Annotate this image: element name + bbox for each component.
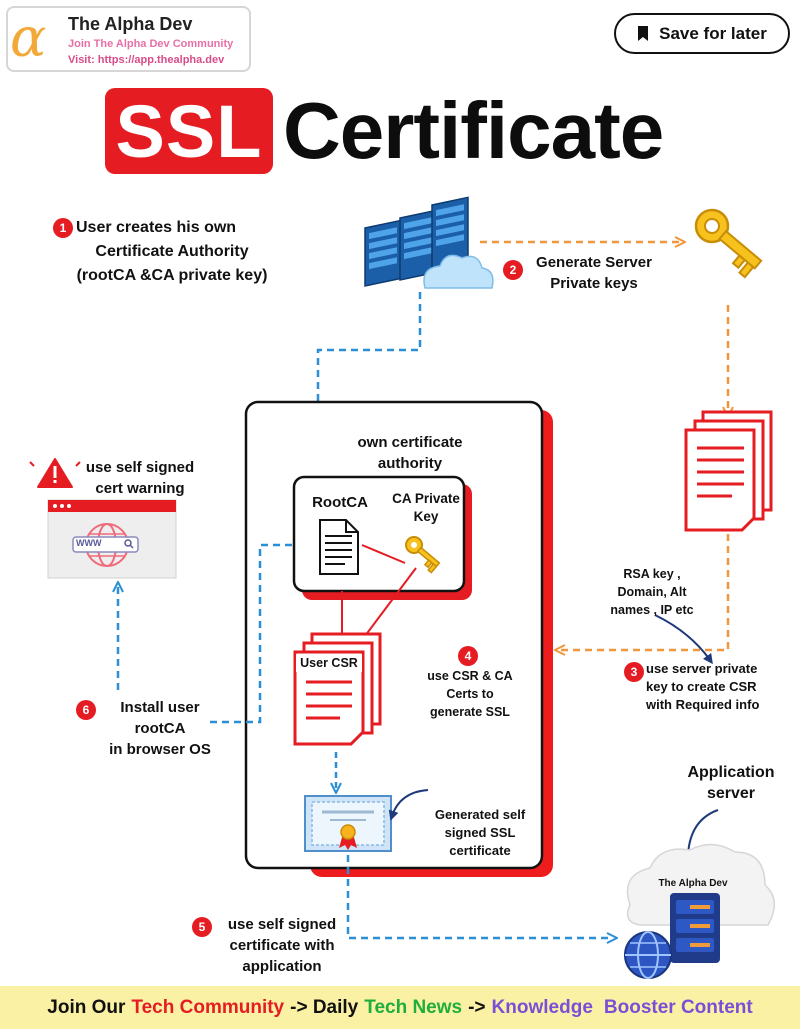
- save-button-label: Save for later: [659, 23, 767, 43]
- step-3-text: use server private key to create CSR wit…: [646, 660, 786, 714]
- brand-name: The Alpha Dev: [68, 14, 193, 34]
- cert-warning-label: use self signed cert warning: [80, 457, 200, 499]
- save-for-later-button[interactable]: Save for later: [614, 13, 790, 54]
- footer-part-3: -> Daily: [290, 996, 359, 1018]
- step-4-badge: 4: [458, 646, 478, 666]
- step-1-badge: 1: [53, 218, 73, 238]
- footer-part-1: Join Our: [47, 996, 126, 1018]
- step-5-text: use self signed certificate with applica…: [212, 914, 352, 977]
- alpha-logo-icon: α: [10, 6, 47, 69]
- step-6-line-1: Install user: [120, 699, 200, 716]
- step-2-line-2: Private keys: [550, 275, 638, 292]
- step-4-line-1: use CSR & CA: [427, 669, 513, 683]
- generated-ssl-label: Generated self signed SSL certificate: [420, 806, 540, 860]
- step-3-line-3: with Required info: [646, 697, 760, 712]
- generated-line-1: Generated self: [434, 807, 526, 822]
- footer-knowledge: Knowledge: [491, 996, 593, 1018]
- warning-icon: [29, 458, 81, 488]
- footer-tech-community: Tech Community: [131, 996, 285, 1018]
- brand-card: α The Alpha Dev Join The Alpha Dev Commu…: [6, 6, 251, 72]
- user-csr-label: User CSR: [296, 654, 362, 672]
- step-3-badge: 3: [624, 662, 644, 682]
- step-2-line-1: Generate Server: [536, 254, 652, 271]
- app-server-label: Application server: [668, 762, 794, 804]
- brand-tagline: Join The Alpha Dev Community: [68, 38, 234, 50]
- app-server-line-1: Application: [687, 764, 775, 781]
- rootca-label: RootCA: [312, 494, 368, 511]
- rsa-line-2: Domain, Alt: [617, 585, 687, 599]
- brand-visit-link[interactable]: Visit: https://app.thealpha.dev: [68, 54, 225, 66]
- step-5-line-2: certificate with: [229, 937, 335, 954]
- ca-private-key-icon: [405, 536, 441, 574]
- warning-line-1: use self signed: [85, 459, 195, 476]
- application-server-icon: [624, 843, 775, 979]
- step-4-text: use CSR & CA Certs to generate SSL: [405, 667, 535, 721]
- step-2-badge: 2: [503, 260, 523, 280]
- step-6-badge: 6: [76, 700, 96, 720]
- step-4-line-3: generate SSL: [430, 705, 510, 719]
- rsa-line-1: RSA key ,: [623, 567, 681, 581]
- step-5-line-3: application: [242, 958, 322, 975]
- rootca-document-icon: [319, 519, 359, 575]
- own-ca-label: own certificate authority: [330, 432, 490, 474]
- diagram-canvas: [29, 196, 775, 979]
- server-private-key-icon: [694, 208, 763, 279]
- footer-part-5: ->: [468, 996, 486, 1018]
- bookmark-icon: [638, 26, 649, 41]
- csr-info-note: RSA key , Domain, Alt names , IP etc: [592, 565, 712, 619]
- step-6-text: Install user rootCA in browser OS: [90, 697, 230, 760]
- ca-private-line-1: CA Private: [392, 491, 460, 506]
- generated-line-2: signed SSL: [444, 825, 516, 840]
- step-3-line-2: key to create CSR: [646, 679, 757, 694]
- warning-line-2: cert warning: [95, 480, 185, 497]
- ca-private-line-2: Key: [413, 509, 439, 524]
- footer-banner: Join Our Tech Community -> Daily Tech Ne…: [0, 986, 800, 1029]
- ca-private-key-label: CA Private Key: [376, 490, 476, 526]
- browser-address-text: WWW: [76, 538, 102, 548]
- step-4-line-2: Certs to: [446, 687, 494, 701]
- step-5-line-1: use self signed: [227, 916, 337, 933]
- server-key-documents-icon: [684, 410, 773, 532]
- step-5-badge: 5: [192, 917, 212, 937]
- footer-tech-news: Tech News: [364, 996, 463, 1018]
- step-6-line-2: rootCA: [134, 720, 186, 737]
- user-csr-documents-icon: [293, 632, 382, 746]
- step-1-line-1: User creates his own: [76, 219, 237, 236]
- generated-line-3: certificate: [449, 843, 511, 858]
- footer-booster-content: Booster Content: [603, 996, 753, 1018]
- browser-window-icon: [47, 499, 177, 579]
- title-certificate: Certificate: [283, 86, 664, 175]
- own-ca-line-1: own certificate: [357, 434, 463, 451]
- step-3-line-1: use server private: [646, 661, 758, 676]
- server-brand-label: The Alpha Dev: [658, 878, 728, 889]
- step-1-line-3: (rootCA &CA private key): [76, 267, 268, 284]
- app-server-line-2: server: [706, 785, 756, 802]
- step-1-text: User creates his own Certificate Authori…: [52, 216, 292, 288]
- step-1-line-2: Certificate Authority: [95, 243, 249, 260]
- step-6-line-3: in browser OS: [109, 741, 211, 758]
- step-2-text: Generate Server Private keys: [524, 252, 664, 294]
- server-cluster-icon: [364, 196, 494, 289]
- own-ca-line-2: authority: [377, 455, 443, 472]
- ssl-certificate-icon: [304, 795, 392, 852]
- title-ssl: SSL: [105, 88, 273, 174]
- rsa-line-3: names , IP etc: [610, 603, 694, 617]
